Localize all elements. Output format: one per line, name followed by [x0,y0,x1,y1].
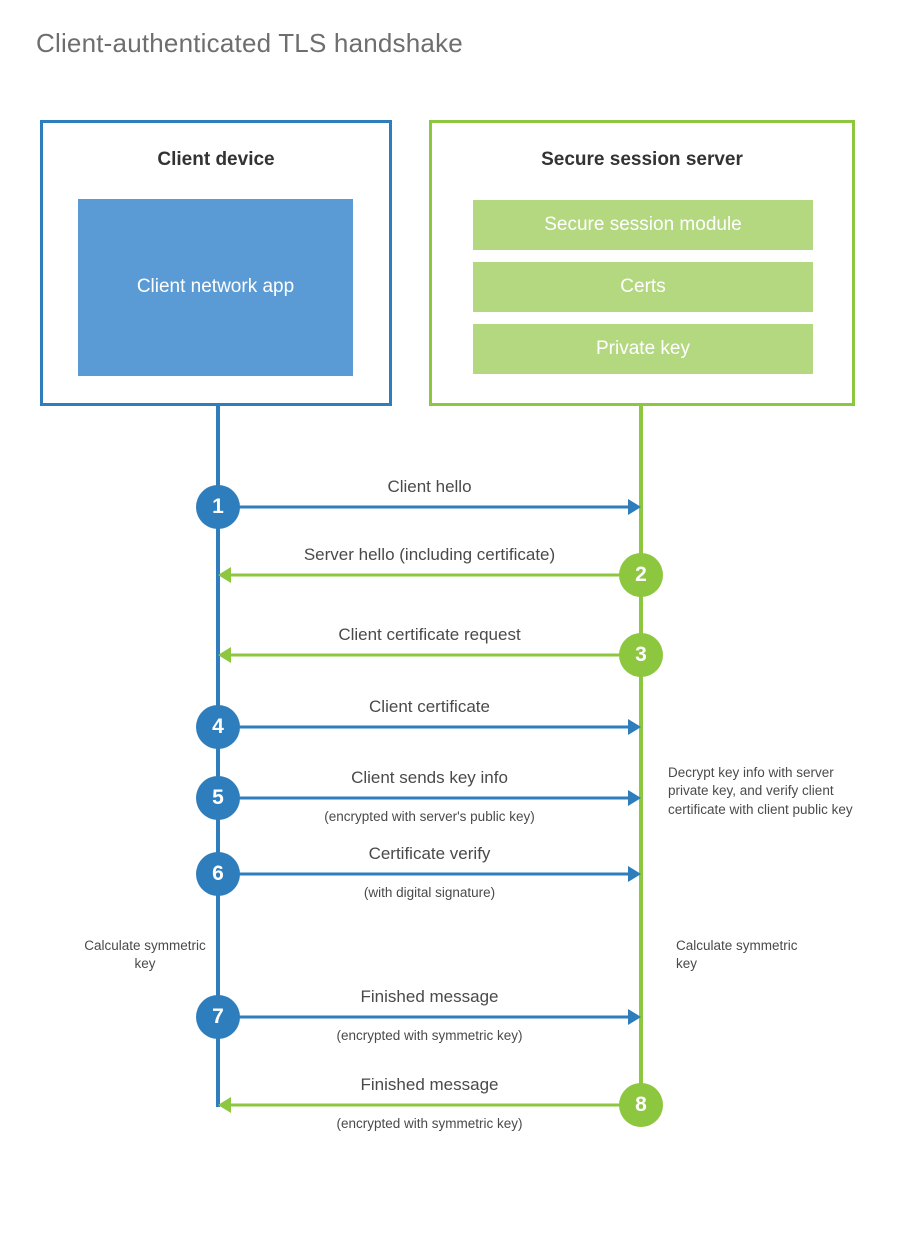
step-label-6: Certificate verify [368,844,491,863]
arrowhead-step-2 [218,567,231,583]
server-component-private-key: Private key [473,324,813,374]
arrowhead-step-1 [628,499,641,515]
step-sublabel-5: (encrypted with server's public key) [324,809,535,824]
step-label-8: Finished message [360,1075,499,1094]
step-label-2: Server hello (including certificate) [303,545,556,564]
step-label-3: Client certificate request [338,625,521,644]
server-lifeline [639,404,643,1107]
step-badge-3[interactable]: 3 [619,633,663,677]
arrowhead-step-7 [628,1009,641,1025]
step-sublabel-7: (encrypted with symmetric key) [336,1028,523,1043]
client-lifeline [216,404,220,1107]
note-decrypt-key-info: Decrypt key info with server private key… [668,765,853,817]
server-component-secure-session-module: Secure session module [473,200,813,250]
step-sublabel-8: (encrypted with symmetric key) [336,1116,523,1131]
client-device-box: Client device Client network app [40,120,392,406]
arrowhead-step-3 [218,647,231,663]
client-device-title: Client device [157,149,275,170]
step-label-4: Client certificate [369,697,490,716]
step-label-5: Client sends key info [351,768,508,787]
step-label-1: Client hello [387,477,472,496]
client-network-app-block: Client network app [78,199,353,376]
arrowhead-step-8 [218,1097,231,1113]
step-label-7: Finished message [360,987,499,1006]
note-calculate-symmetric-key-client: Calculate symmetric key [84,938,206,972]
step-badge-5[interactable]: 5 [196,776,240,820]
arrowhead-step-4 [628,719,641,735]
step-badge-2[interactable]: 2 [619,553,663,597]
step-badge-8[interactable]: 8 [619,1083,663,1127]
step-sublabel-6: (with digital signature) [363,885,496,900]
step-badge-7[interactable]: 7 [196,995,240,1039]
page-title: Client-authenticated TLS handshake [36,28,463,58]
arrowhead-step-5 [628,790,641,806]
step-badge-1[interactable]: 1 [196,485,240,529]
step-badge-4[interactable]: 4 [196,705,240,749]
step-badge-6[interactable]: 6 [196,852,240,896]
secure-session-server-title: Secure session server [541,149,743,170]
note-calculate-symmetric-key-server: Calculate symmetric key [676,938,798,972]
server-component-certs: Certs [473,262,813,312]
arrowhead-step-6 [628,866,641,882]
